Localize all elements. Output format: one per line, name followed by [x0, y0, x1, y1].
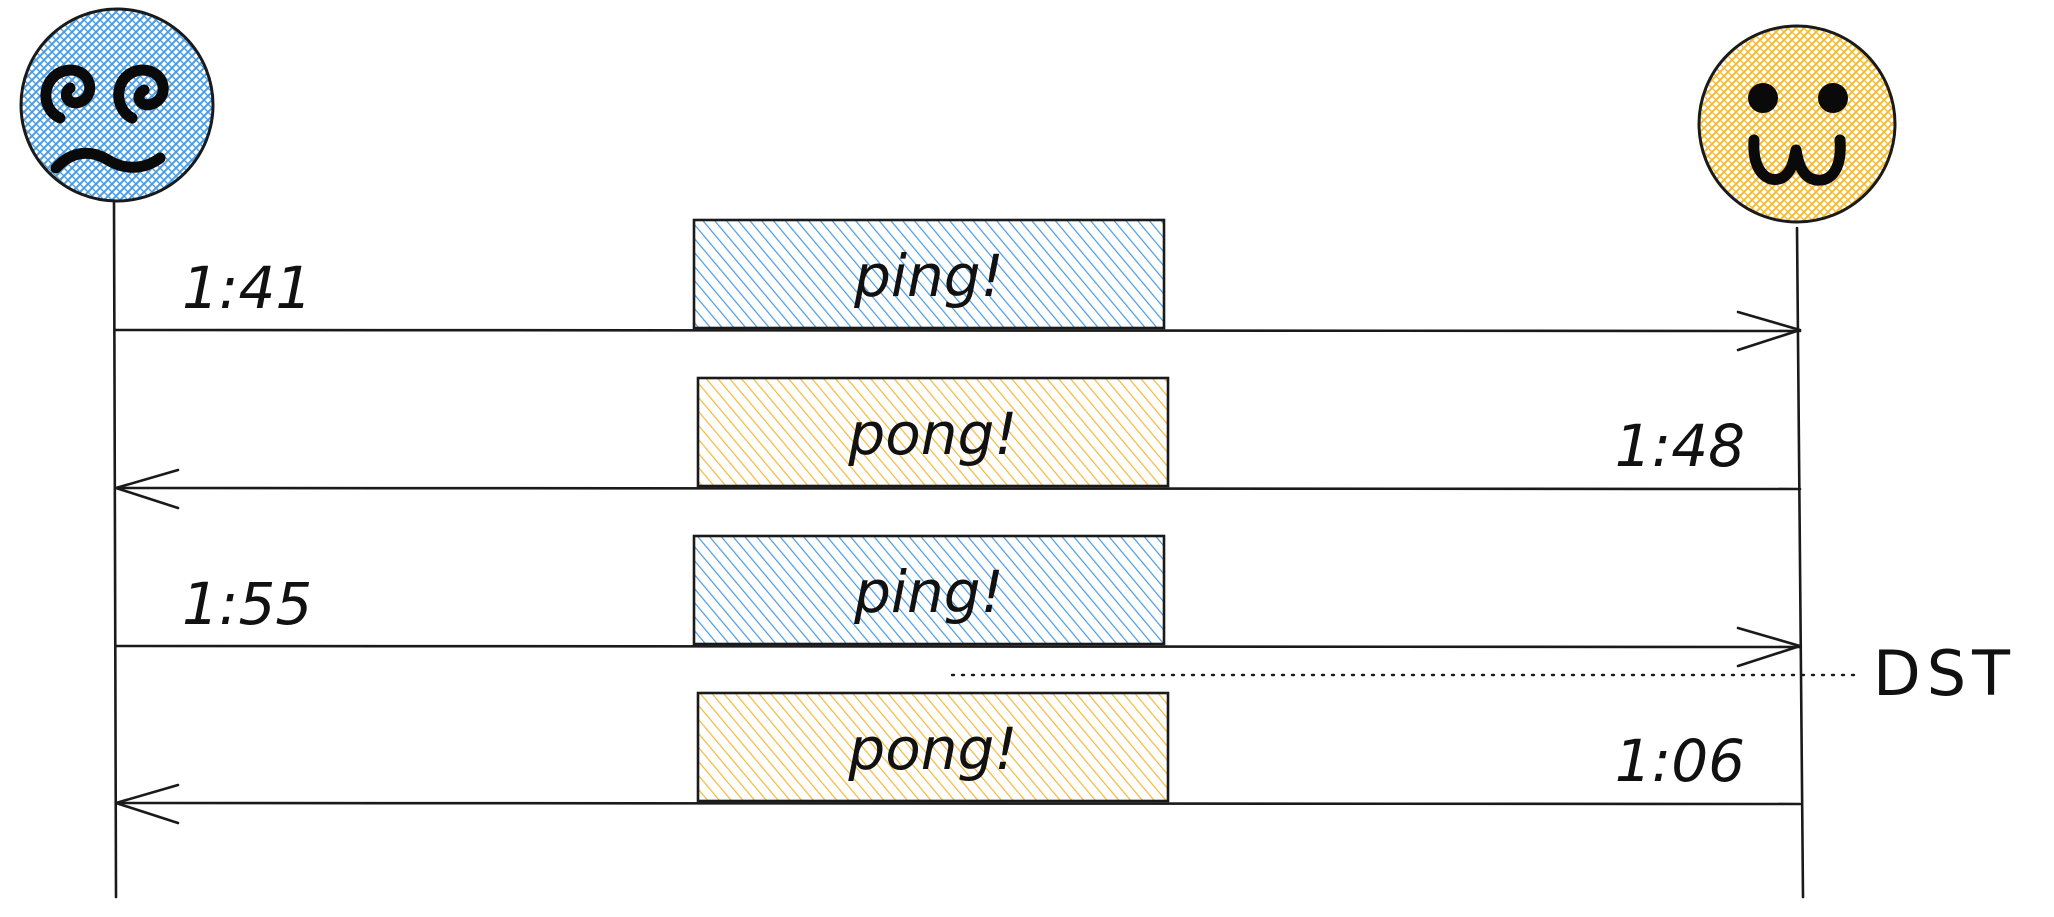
message-arrowhead-icon	[1736, 310, 1802, 352]
left-face-wavy-mouth	[50, 147, 166, 174]
message-row: pong! 1:48	[114, 376, 1802, 510]
left-lifeline	[112, 200, 118, 899]
message-arrow-line	[114, 801, 1802, 806]
participant-right	[1697, 24, 1897, 224]
right-lifeline	[1795, 226, 1805, 899]
message-row: ping! 1:55	[114, 534, 1802, 668]
message-arrowhead-icon	[1736, 626, 1802, 668]
right-face-eye-right	[1818, 83, 1848, 113]
left-face-spiral-eye-right	[113, 64, 169, 124]
message-arrow-line	[114, 328, 1802, 333]
message-box-outline	[692, 534, 1166, 646]
message-timestamp: 1:55	[182, 570, 312, 638]
dst-label: DST	[1873, 637, 2016, 710]
message-label: pong!	[847, 715, 1017, 783]
message-box-outline	[692, 218, 1166, 330]
message-box-outline	[696, 376, 1170, 488]
left-face-spiral-eye-left	[40, 64, 96, 124]
message-box-fill	[694, 220, 1164, 328]
message-row: pong! 1:06	[114, 691, 1802, 825]
message-arrowhead-icon	[114, 783, 180, 825]
left-face-outline	[19, 7, 215, 203]
message-timestamp: 1:06	[1615, 727, 1745, 795]
message-list: ping! 1:41 pong! 1:48 ping! 1:55 pong! 1:06	[114, 218, 1802, 825]
right-face-fill	[1699, 26, 1895, 222]
message-arrow-line	[114, 644, 1802, 649]
message-timestamp: 1:48	[1615, 412, 1745, 480]
message-label: ping!	[853, 558, 1004, 626]
message-row: ping! 1:41	[114, 218, 1802, 352]
message-timestamp: 1:41	[182, 254, 312, 322]
dst-marker: DST	[950, 637, 2016, 710]
right-face-outline	[1697, 24, 1897, 224]
message-label: ping!	[853, 242, 1004, 310]
right-face-eye-left	[1748, 83, 1778, 113]
message-box-fill	[694, 536, 1164, 644]
message-arrowhead-icon	[114, 468, 180, 510]
message-label: pong!	[847, 400, 1017, 468]
message-box-fill	[698, 693, 1168, 801]
message-arrow-line	[114, 486, 1802, 491]
participant-left	[19, 7, 215, 203]
message-box-fill	[698, 378, 1168, 486]
message-box-outline	[696, 691, 1170, 803]
right-face-w-mouth	[1748, 134, 1846, 186]
